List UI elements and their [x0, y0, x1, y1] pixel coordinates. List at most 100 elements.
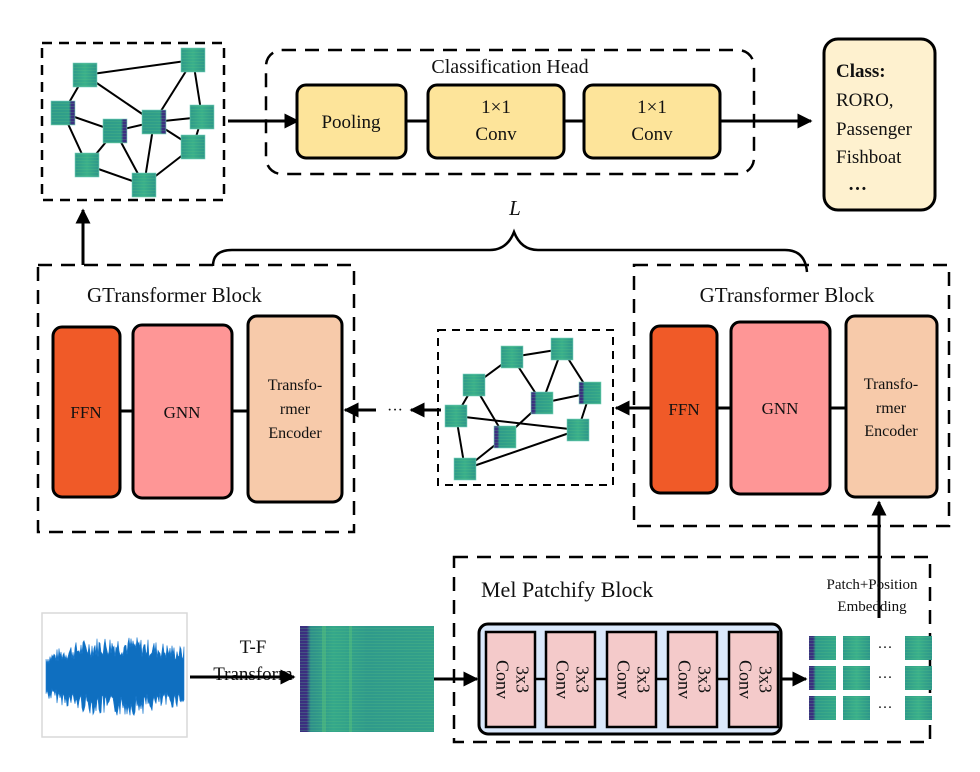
gnn-label-left: GNN	[164, 403, 201, 422]
graph-node-texture	[454, 458, 476, 480]
mel-spectrogram	[300, 626, 434, 732]
output-graph-panel	[40, 41, 226, 202]
conv3x3-type-label: Conv	[552, 660, 572, 699]
conv1x1-2-line1: 1×1	[637, 97, 667, 118]
conv1x1-box-1	[426, 83, 566, 160]
patch-row-ellipsis: ···	[878, 670, 893, 686]
classification-head: Classification Head Pooling 1×1 Conv 1×1…	[264, 48, 756, 176]
tf-transform-line2: Transform	[213, 664, 293, 685]
embedding-line2: Embedding	[837, 599, 907, 615]
patch-row-ellipsis: ···	[878, 640, 893, 656]
te-right-line3: Encoder	[864, 423, 918, 440]
brace-path	[211, 228, 809, 273]
waveform-signal	[45, 637, 185, 716]
patch-tile-texture	[843, 696, 870, 720]
graph-node-texture	[531, 392, 553, 414]
ellipsis-between-blocks: ···	[387, 402, 403, 419]
graph-node-texture	[445, 405, 467, 427]
graph-edge	[455, 415, 579, 431]
classification-head-title: Classification Head	[431, 56, 588, 78]
conv3x3-type-label: Conv	[613, 660, 633, 699]
ffn-label-right: FFN	[668, 400, 699, 419]
patch-tile-texture	[905, 666, 932, 690]
intermediate-graph-dashed-border	[437, 329, 614, 486]
patch-tile-texture	[905, 636, 932, 660]
graph-node-texture	[579, 382, 601, 404]
te-left-line2: rmer	[280, 401, 311, 418]
conv1x1-1-line1: 1×1	[481, 97, 511, 118]
conv1x1-box-2	[582, 83, 722, 160]
class-item-passenger: Passenger	[836, 119, 913, 140]
conv3x3-kernel-label: 3x3	[633, 666, 653, 693]
conv3x3-type-label: Conv	[674, 660, 694, 699]
class-item-fishboat: Fishboat	[836, 147, 902, 168]
class-heading: Class	[836, 61, 879, 82]
waveform-input	[41, 612, 188, 738]
gtransformer-left-dashed-border	[36, 263, 356, 534]
graph-node-texture	[551, 338, 573, 360]
graph-node-texture	[75, 153, 99, 177]
graph-node-texture	[463, 374, 485, 396]
graph-node-texture	[181, 135, 205, 159]
graph-edge	[84, 59, 194, 76]
graph-nodes	[50, 47, 215, 198]
gtransformer-block-right: GTransformer Block FFN GNN Transfo- rmer…	[632, 263, 951, 528]
graph-node-texture	[181, 48, 205, 72]
te-left-line1: Transfo-	[268, 377, 323, 394]
conv3x3-box	[484, 630, 537, 729]
conv3x3-kernel-label: 3x3	[512, 666, 532, 693]
embedding-line1: Patch+Position	[827, 577, 918, 593]
svg-text:Class:: Class:	[836, 61, 886, 82]
te-right-line2: rmer	[876, 400, 907, 417]
gtransformer-right-title: GTransformer Block	[700, 283, 875, 307]
conv3x3-kernel-label: 3x3	[755, 666, 775, 693]
class-item-more: …	[848, 174, 867, 195]
patch-row-ellipsis: ···	[878, 700, 893, 716]
repeat-brace: L	[211, 196, 809, 273]
conv3x3-type-label: Conv	[735, 660, 755, 699]
tf-transform-line1: T-F	[240, 637, 267, 658]
te-left-line3: Encoder	[268, 425, 322, 442]
mel-patchify-block: Mel Patchify Block Patch+Position Embedd…	[452, 555, 932, 744]
graph-edge	[464, 429, 579, 470]
patch-tile-texture	[843, 636, 870, 660]
conv1x1-1-line2: Conv	[475, 124, 517, 145]
output-graph-dashed-border	[40, 41, 226, 202]
intermediate-graph-panel	[437, 329, 614, 486]
graph-node-texture	[501, 346, 523, 368]
patch-tile-texture	[809, 696, 836, 720]
spectrogram-band	[322, 626, 326, 732]
conv3x3-kernel-label: 3x3	[572, 666, 592, 693]
graph-node-texture	[73, 63, 97, 87]
conv3x3-box	[727, 630, 780, 729]
gnn-label-right: GNN	[762, 399, 799, 418]
patch-grid: ··· ··· ···	[809, 636, 932, 720]
patch-tile-texture	[809, 666, 836, 690]
gtransformer-right-dashed-border	[632, 263, 951, 528]
graph-node-texture	[103, 119, 127, 143]
patch-tile-texture	[843, 666, 870, 690]
graph-node-texture	[190, 105, 214, 129]
transformer-encoder-box-right	[844, 314, 939, 499]
graph-node-texture	[142, 110, 166, 134]
transformer-encoder-box-left	[246, 314, 344, 504]
ffn-label-left: FFN	[70, 403, 101, 422]
mel-patchify-dashed-border	[452, 555, 932, 744]
gtransformer-left-title: GTransformer Block	[87, 283, 262, 307]
gtransformer-block-left: GTransformer Block FFN GNN Transfo- rmer…	[36, 263, 356, 534]
te-right-line1: Transfo-	[864, 376, 919, 393]
spectrogram-band	[349, 626, 352, 732]
repeat-count-label: L	[508, 196, 521, 220]
patch-tile-texture	[809, 636, 836, 660]
spectrogram-texture	[300, 626, 434, 732]
class-colon: :	[879, 61, 885, 82]
class-item-roro: RORO,	[836, 90, 894, 111]
conv1x1-2-line2: Conv	[631, 124, 673, 145]
graph-node-texture	[567, 419, 589, 441]
graph-nodes	[444, 337, 602, 481]
class-output-border	[822, 37, 937, 212]
graph-node-texture	[132, 173, 156, 197]
patch-tile-texture	[905, 696, 932, 720]
